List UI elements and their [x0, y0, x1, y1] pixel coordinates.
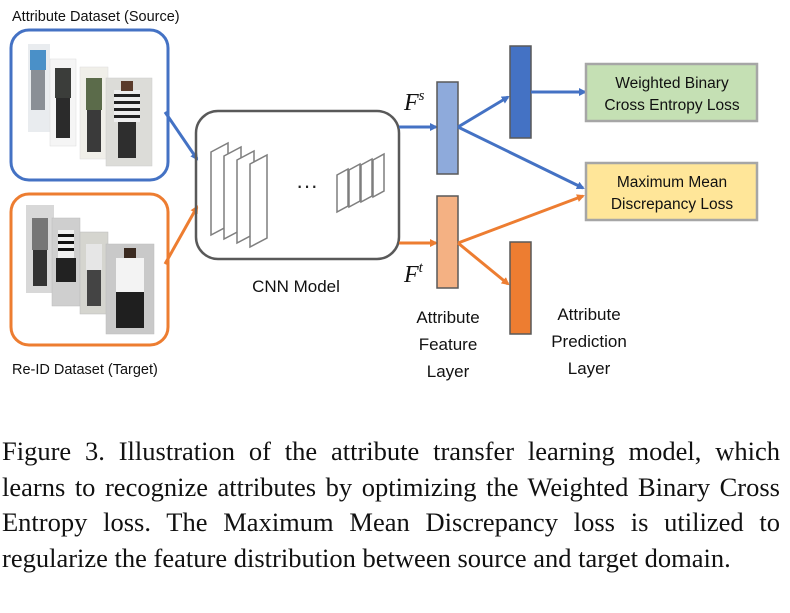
target-feature-to-mmd-arrow — [457, 194, 585, 245]
cnn-ellipsis: ··· — [296, 173, 318, 198]
mmd-loss-line2: Discrepancy Loss — [611, 196, 734, 213]
target-dataset-box — [9, 192, 170, 347]
wbce-loss-box — [584, 62, 759, 123]
source-feature-to-mmd-arrow — [457, 125, 585, 190]
source-prediction-layer — [509, 45, 532, 139]
mmd-loss-line1: Maximum Mean — [617, 174, 727, 191]
attribute-feature-layer-label-2: Feature — [419, 335, 478, 354]
attribute-feature-layer-label-3: Layer — [427, 362, 470, 381]
source-feature-to-prediction-arrow — [457, 95, 510, 129]
wbce-loss-line1: Weighted Binary — [615, 75, 729, 92]
target-feature-to-prediction-arrow — [457, 241, 510, 286]
figure-caption: Figure 3. Illustration of the attribute … — [2, 436, 780, 573]
cnn-layers-small — [336, 152, 385, 214]
source-to-cnn-arrow — [163, 111, 199, 161]
target-prediction-layer — [509, 241, 532, 335]
target-person-images — [26, 205, 155, 335]
cnn-layers-large — [210, 141, 268, 249]
cnn-model-label: CNN Model — [252, 277, 340, 296]
target-to-cnn-arrow — [163, 205, 199, 265]
attribute-prediction-layer-label-2: Prediction — [551, 332, 627, 351]
attribute-prediction-layer-label-3: Layer — [568, 359, 611, 378]
feature-source-label: Fs — [403, 88, 425, 116]
source-dataset-label: Attribute Dataset (Source) — [12, 9, 180, 25]
wbce-loss-line2: Cross Entropy Loss — [604, 97, 739, 114]
attribute-transfer-diagram: Attribute Dataset (Source) — [9, 9, 759, 381]
source-dataset-box — [9, 28, 170, 182]
target-feature-layer — [436, 195, 459, 289]
attribute-feature-layer-label-1: Attribute — [416, 308, 479, 327]
mmd-loss-box — [584, 161, 759, 222]
target-dataset-label: Re-ID Dataset (Target) — [12, 362, 158, 378]
feature-target-label: Ft — [403, 260, 424, 288]
cnn-model-box — [194, 109, 401, 261]
source-person-images — [28, 44, 153, 167]
attribute-prediction-layer-label-1: Attribute — [557, 305, 620, 324]
source-feature-layer — [436, 81, 459, 175]
